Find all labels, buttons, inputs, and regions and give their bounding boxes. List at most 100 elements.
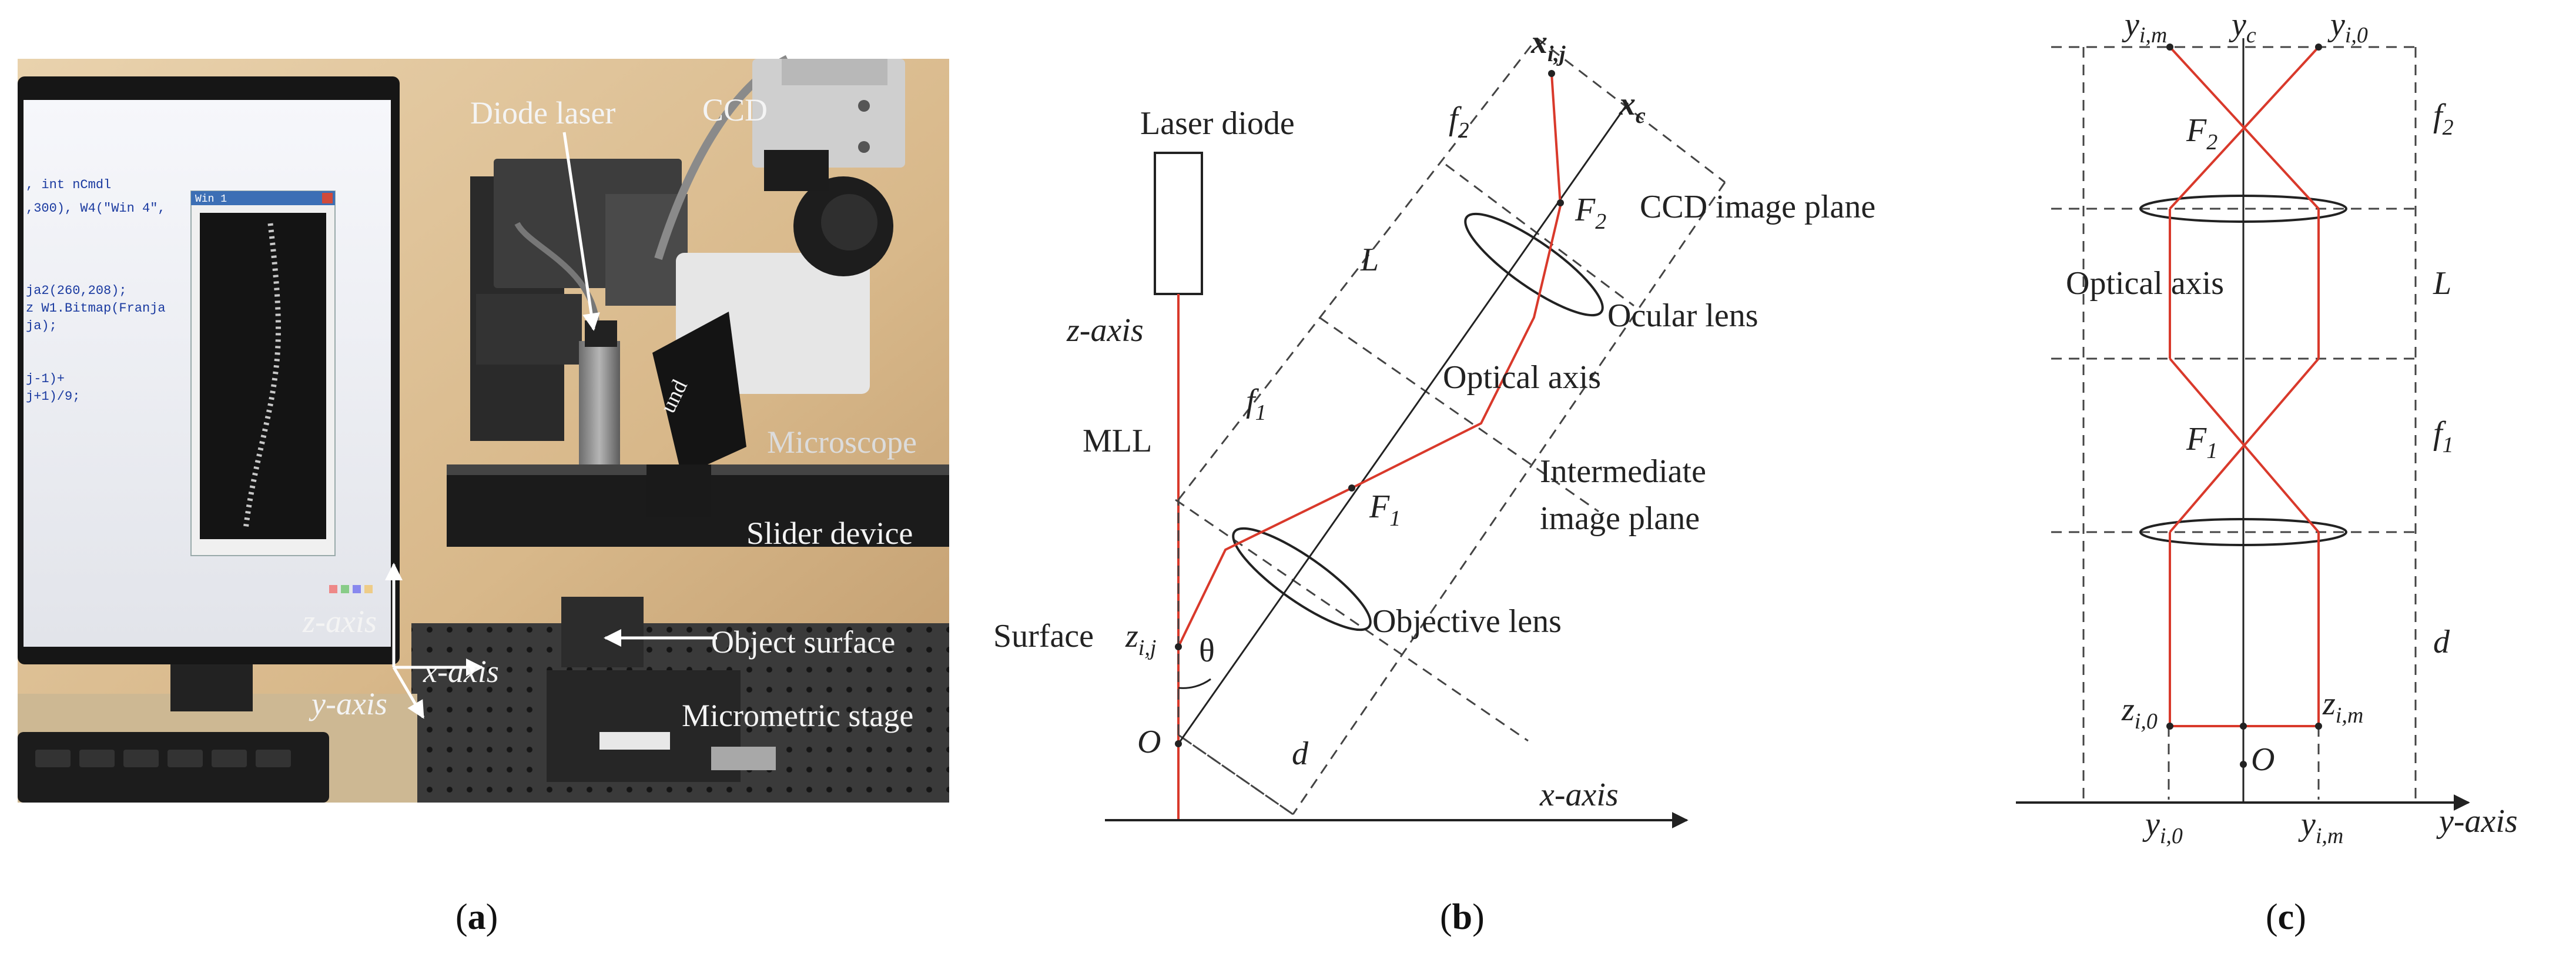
code-line: ja); <box>26 319 57 333</box>
label-F2-c: F2 <box>2186 112 2217 155</box>
label-y-axis: y-axis <box>2436 803 2518 840</box>
label-yi0-bot: yi,0 <box>2142 806 2183 848</box>
mount-block <box>476 294 582 365</box>
label-L: L <box>1360 242 1379 278</box>
label-F2: F2 <box>1575 192 1606 234</box>
point-yim-top <box>2166 44 2173 51</box>
code-line: j+1)/9; <box>26 389 80 404</box>
label-objective-lens: Objective lens <box>1372 603 1562 640</box>
system-frame-c <box>2051 46 2421 800</box>
laser-cable <box>514 222 599 321</box>
label-x-ij: xi,j <box>1530 24 1566 66</box>
label-O-c: O <box>2251 741 2274 778</box>
diode-laser-body <box>579 341 620 464</box>
label-optical-axis-c: Optical axis <box>2066 265 2224 302</box>
caption-c: (c) <box>2266 897 2306 937</box>
label-x-axis: x-axis <box>423 654 499 689</box>
window-titlebar <box>191 191 335 205</box>
objective-lens-c <box>2139 518 2347 546</box>
stage-knob <box>711 747 776 770</box>
ccd-camera <box>752 59 905 191</box>
caption-a: (a) <box>455 897 498 937</box>
code-line: z W1.Bitmap(Franja <box>26 301 166 316</box>
caption-b: (b) <box>1440 897 1485 937</box>
code-line: j-1)+ <box>26 372 65 386</box>
code-line: ja2(260,208); <box>26 283 127 298</box>
label-theta: θ <box>1199 633 1215 669</box>
laser-diode-box <box>1154 152 1203 295</box>
label-d-c: d <box>2433 624 2450 660</box>
point-zi0 <box>2166 723 2173 730</box>
label-ocular-lens: Ocular lens <box>1607 298 1758 334</box>
window-title: Win 1 <box>195 193 227 205</box>
window-close-icon[interactable] <box>322 193 333 203</box>
label-d: d <box>1292 736 1309 772</box>
label-yim-bot: yi,m <box>2298 806 2343 848</box>
label-f2-c: f2 <box>2433 98 2454 140</box>
key-points <box>1175 70 1564 747</box>
label-F1-c: F1 <box>2186 421 2217 463</box>
ocular-lens <box>1464 212 1604 317</box>
point-F2 <box>1557 199 1564 206</box>
panel-b-diagram: Laser diode z-axis MLL Surface zi,j θ O … <box>993 24 1875 828</box>
label-yim-top: yi,m <box>2122 6 2167 48</box>
light-rays-c <box>2169 46 2320 727</box>
panel-c-diagram: yi,m yc yi,0 f2 F2 Optical axis L f1 F1 … <box>2016 6 2518 848</box>
taskbar-icons <box>329 585 373 593</box>
label-zim: zi,m <box>2322 686 2363 728</box>
plane-lower <box>1178 734 1294 815</box>
label-microscope: Microscope <box>767 424 917 460</box>
label-surface: Surface <box>993 618 1094 654</box>
label-ccd-image-plane: CCD image plane <box>1640 189 1875 225</box>
point-xij <box>1548 70 1555 77</box>
label-micrometric-stage: Micrometric stage <box>682 698 913 733</box>
fringe-image <box>200 213 326 539</box>
plane-ccd <box>1445 163 1634 307</box>
objective-barrel: und <box>646 312 746 517</box>
label-zi0: zi,0 <box>2121 691 2158 734</box>
diode-laser-cap <box>585 320 617 347</box>
label-z-axis: z-axis <box>302 604 377 639</box>
theta-arc <box>1178 678 1211 689</box>
label-diode-laser: Diode laser <box>470 95 615 131</box>
optical-axis-line <box>1177 102 1629 744</box>
keyboard-keys <box>35 750 291 767</box>
object-surface-block <box>561 597 644 667</box>
label-image-plane: image plane <box>1540 500 1700 537</box>
point-F1 <box>1348 484 1355 492</box>
label-ccd: CCD <box>702 92 768 128</box>
system-frame <box>1175 37 1726 815</box>
objective-lens <box>1232 527 1372 631</box>
label-x-c: xc <box>1619 86 1646 128</box>
pointer-diode-laser <box>562 132 600 331</box>
monitor-stand <box>170 664 253 711</box>
point-center <box>2240 723 2247 730</box>
label-f1-c: f1 <box>2433 415 2454 457</box>
panel-a-photo: , int nCmdl ,300), W4("Win 4", ja2(260,2… <box>18 55 949 803</box>
point-zim <box>2315 723 2322 730</box>
label-z-ij: zi,j <box>1125 618 1156 660</box>
label-mll: MLL <box>1083 423 1152 459</box>
point-surface <box>1175 643 1182 650</box>
stage-label-sticker <box>599 732 670 750</box>
photo-axes <box>385 563 484 719</box>
label-slider-device: Slider device <box>746 516 913 551</box>
label-L-c: L <box>2433 265 2451 302</box>
image-window: Win 1 <box>190 190 336 556</box>
label-laser-diode: Laser diode <box>1140 105 1295 142</box>
label-y-axis: y-axis <box>309 686 387 721</box>
label-yc: yc <box>2229 6 2256 48</box>
point-O-c <box>2240 761 2247 768</box>
label-F1: F1 <box>1369 489 1401 531</box>
code-line: , int nCmdl <box>26 178 111 192</box>
screen-code: , int nCmdl ,300), W4("Win 4", ja2(260,2… <box>26 178 166 404</box>
micrometric-stage <box>547 670 741 782</box>
point-yi0-top <box>2315 44 2322 51</box>
label-x-axis: x-axis <box>1539 777 1619 813</box>
label-optical-axis: Optical axis <box>1443 359 1601 396</box>
label-f1: f1 <box>1246 383 1267 425</box>
key-points-c <box>2166 44 2322 768</box>
label-intermediate: Intermediate <box>1540 453 1706 490</box>
label-O: O <box>1137 724 1161 760</box>
